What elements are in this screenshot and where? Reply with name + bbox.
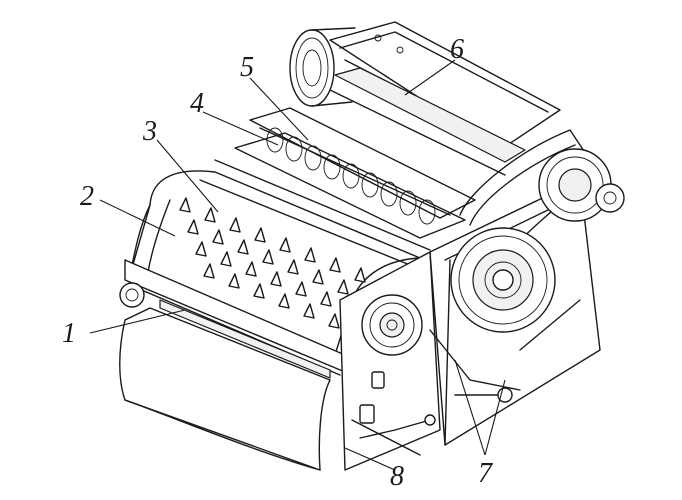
drum-tooth [337,279,349,295]
drum-tooth [229,217,241,233]
callout-labels: 1 2 3 4 5 6 7 8 [62,34,493,492]
callout-8: 8 [390,461,404,492]
callout-4: 4 [190,88,204,119]
callout-1: 1 [62,318,76,349]
drum-tooth [312,269,324,285]
leader-lines [89,59,506,471]
drum-tooth [320,291,332,307]
callout-2: 2 [80,181,94,212]
auger-flight [361,172,379,198]
drum-tooth [270,271,282,287]
drum-tooth [187,219,199,235]
auger-flight [323,154,341,180]
front-cover [119,259,346,471]
rear-pulley [289,27,356,107]
auger-assembly [214,107,476,251]
drum-tooth [287,259,299,275]
auger-flight [380,181,398,207]
drum-tooth [329,257,341,273]
drum-tooth [303,303,315,319]
drum-tooth [295,281,307,297]
side-plate [339,251,441,471]
auger-flight [304,145,322,171]
auger-flight [418,199,436,225]
left-bearing [119,282,145,308]
drum-tooth [237,239,249,255]
drum-tooth [278,293,290,309]
top-housing [329,21,561,176]
drum-tooth [253,283,265,299]
drum-tooth [304,247,316,263]
drum-tooth [204,207,216,223]
callout-7: 7 [478,458,493,489]
drum-tooth [212,229,224,245]
drum-tooth [245,261,257,277]
callout-6: 6 [450,34,464,65]
drum-tooth [254,227,266,243]
drum-tooth [228,273,240,289]
drum-tooth [279,237,291,253]
drum-tooth [262,249,274,265]
drum-tooth [328,313,340,329]
drum-tooth [354,267,366,283]
auger-flight [399,190,417,216]
drum-tooth [195,241,207,257]
callout-3: 3 [142,116,157,147]
drum-tooth [179,197,191,213]
belt-drive [450,129,625,333]
callout-5: 5 [240,52,254,83]
drum-tooth [203,263,215,279]
auger-flight [342,163,360,189]
auger-flight [285,136,303,162]
drum-tooth [220,251,232,267]
auger-flight [266,127,284,153]
